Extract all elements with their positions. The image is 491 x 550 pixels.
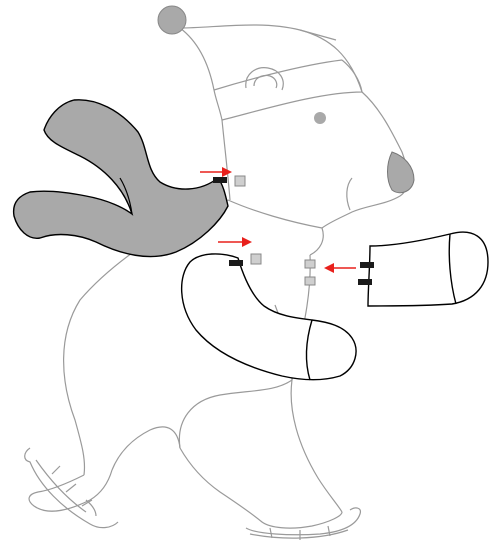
eye	[314, 112, 326, 124]
front-skate	[245, 507, 361, 540]
right-arm-attach-arrow	[324, 263, 356, 273]
arrow-left-icon	[324, 263, 356, 273]
hat	[179, 24, 363, 121]
scarf-tab	[234, 175, 246, 187]
body-outline	[28, 199, 343, 529]
arrow-right-icon	[218, 237, 252, 247]
scarf-fold-line	[119, 177, 133, 215]
right-arm-slot-lower	[358, 279, 372, 285]
scarf	[12, 99, 229, 258]
scarf-slot	[213, 177, 227, 183]
pompom	[157, 5, 187, 35]
left-arm	[180, 253, 357, 381]
left-arm-slot	[229, 260, 243, 266]
rear-skate	[24, 447, 119, 529]
right-arm-tab-lower	[304, 276, 316, 286]
left-arm-attach-arrow	[218, 237, 252, 247]
right-arm-slot-upper	[360, 262, 374, 268]
arrow-right-icon	[200, 167, 232, 177]
right-arm	[367, 231, 489, 307]
head	[221, 67, 409, 229]
right-arm-tab-upper	[304, 259, 316, 269]
scarf-attach-arrow	[200, 167, 232, 177]
left-arm-tab	[250, 253, 262, 265]
nose	[387, 151, 415, 194]
